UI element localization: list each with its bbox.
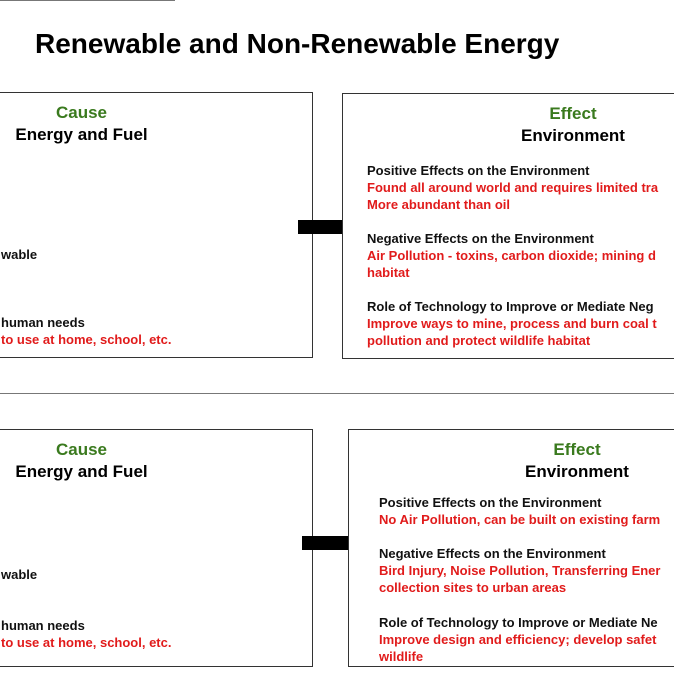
technology-text-1: Improve design and efficiency; develop s… (379, 632, 657, 647)
cause-label: Cause (55, 103, 108, 122)
negative-text-1: Air Pollution - toxins, carbon dioxide; … (367, 248, 656, 263)
cause-subtitle: Energy and Fuel (15, 462, 148, 481)
positive-text-1: No Air Pollution, can be built on existi… (379, 512, 661, 527)
negative-heading: Negative Effects on the Environment (367, 231, 594, 246)
cause-box-1: Cause Energy and Fuel wable human needs … (0, 92, 313, 358)
effect-box-1: Effect Environment Positive Effects on t… (342, 93, 674, 359)
cause-label: Cause (55, 440, 108, 459)
cause-header-2: Cause Energy and Fuel (0, 440, 164, 482)
technology-text-2: wildlife (379, 649, 424, 664)
technology-text-2: pollution and protect wildlife habitat (367, 333, 591, 348)
technology-text-1: Improve ways to mine, process and burn c… (367, 316, 657, 331)
effect-box-2: Effect Environment Positive Effects on t… (348, 429, 674, 667)
effect-label: Effect (553, 440, 601, 459)
page-title: Renewable and Non-Renewable Energy (35, 28, 560, 59)
positive-heading: Positive Effects on the Environment (379, 495, 602, 510)
cause-box-2: Cause Energy and Fuel wable human needs … (0, 429, 313, 667)
effect-label: Effect (549, 104, 597, 123)
positive-text-2: More abundant than oil (367, 197, 510, 212)
negative-heading: Negative Effects on the Environment (379, 546, 606, 561)
cause-text-b: human needs (1, 315, 85, 330)
cause-text-c: to use at home, school, etc. (1, 635, 172, 650)
technology-heading: Role of Technology to Improve or Mediate… (379, 615, 658, 630)
positive-heading: Positive Effects on the Environment (367, 163, 590, 178)
top-rule (0, 0, 175, 1)
negative-text-2: habitat (367, 265, 410, 280)
cause-text-a: wable (1, 247, 38, 262)
cause-text-b: human needs (1, 618, 85, 633)
effect-subtitle: Environment (525, 462, 629, 481)
effect-header-2: Effect Environment (469, 440, 674, 482)
effect-header-1: Effect Environment (463, 104, 674, 146)
cause-text-a: wable (1, 567, 38, 582)
technology-heading: Role of Technology to Improve or Mediate… (367, 299, 654, 314)
section-divider (0, 393, 674, 394)
positive-text-1: Found all around world and requires limi… (367, 180, 659, 195)
cause-subtitle: Energy and Fuel (15, 125, 148, 144)
effect-subtitle: Environment (521, 126, 625, 145)
cause-text-c: to use at home, school, etc. (1, 332, 172, 347)
negative-text-1: Bird Injury, Noise Pollution, Transferri… (379, 563, 661, 578)
negative-text-2: collection sites to urban areas (379, 580, 567, 595)
cause-header-1: Cause Energy and Fuel (0, 103, 164, 145)
